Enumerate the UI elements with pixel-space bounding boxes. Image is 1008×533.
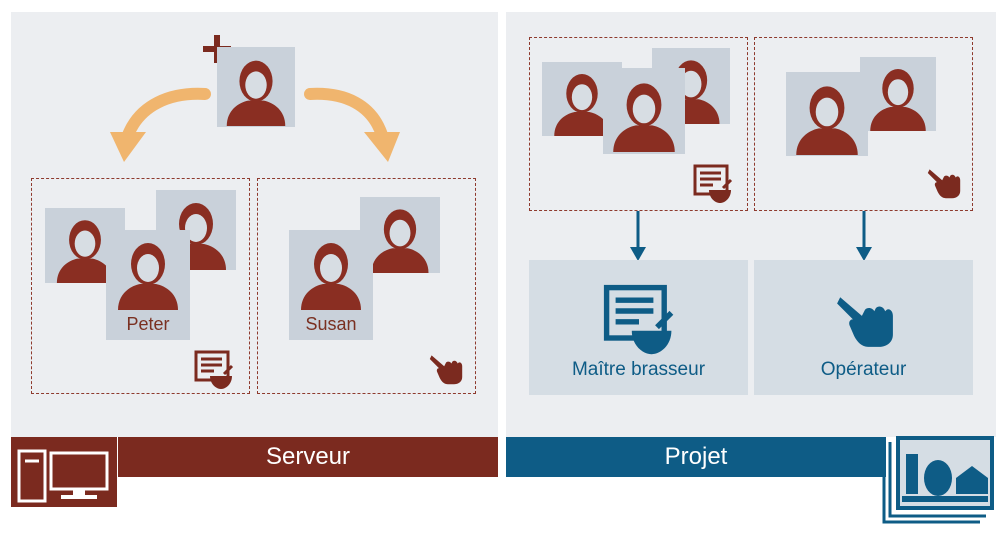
user-card-peter: Peter — [106, 230, 190, 340]
down-arrow — [856, 211, 872, 261]
user-card — [603, 68, 685, 154]
user-name-peter: Peter — [126, 314, 170, 334]
user-name-susan: Susan — [305, 314, 357, 334]
pointing-hand-icon — [828, 288, 902, 350]
role-operator: Opérateur — [754, 260, 973, 395]
role-brewmaster: Maître brasseur — [529, 260, 748, 395]
user-icon — [786, 72, 868, 156]
user-card — [786, 72, 868, 156]
server-computer-icon — [11, 437, 117, 507]
user-card — [860, 57, 936, 131]
down-arrow — [630, 211, 646, 261]
new-user-card — [217, 47, 295, 127]
user-icon — [860, 57, 936, 131]
user-icon — [289, 230, 373, 310]
role-label-brewmaster: Maître brasseur — [571, 359, 706, 380]
recipe-bowl-icon — [693, 164, 733, 204]
assign-arrows — [110, 87, 400, 162]
role-label-operator: Opérateur — [820, 359, 907, 380]
project-group-brewmaster — [529, 37, 748, 211]
server-title-bar: Serveur — [118, 437, 498, 477]
user-card — [360, 197, 440, 273]
project-group-operator — [754, 37, 973, 211]
user-icon — [106, 230, 190, 310]
user-card-susan: Susan — [289, 230, 373, 340]
plant-stack-icon — [880, 434, 996, 524]
pointing-hand-icon — [428, 350, 464, 386]
pointing-hand-icon — [926, 164, 962, 200]
project-title-bar: Projet — [506, 437, 886, 477]
recipe-bowl-icon — [194, 350, 234, 390]
server-group-operator — [257, 178, 476, 394]
recipe-bowl-icon — [595, 284, 683, 356]
user-icon — [603, 68, 685, 154]
server-group-brewmaster — [31, 178, 250, 394]
